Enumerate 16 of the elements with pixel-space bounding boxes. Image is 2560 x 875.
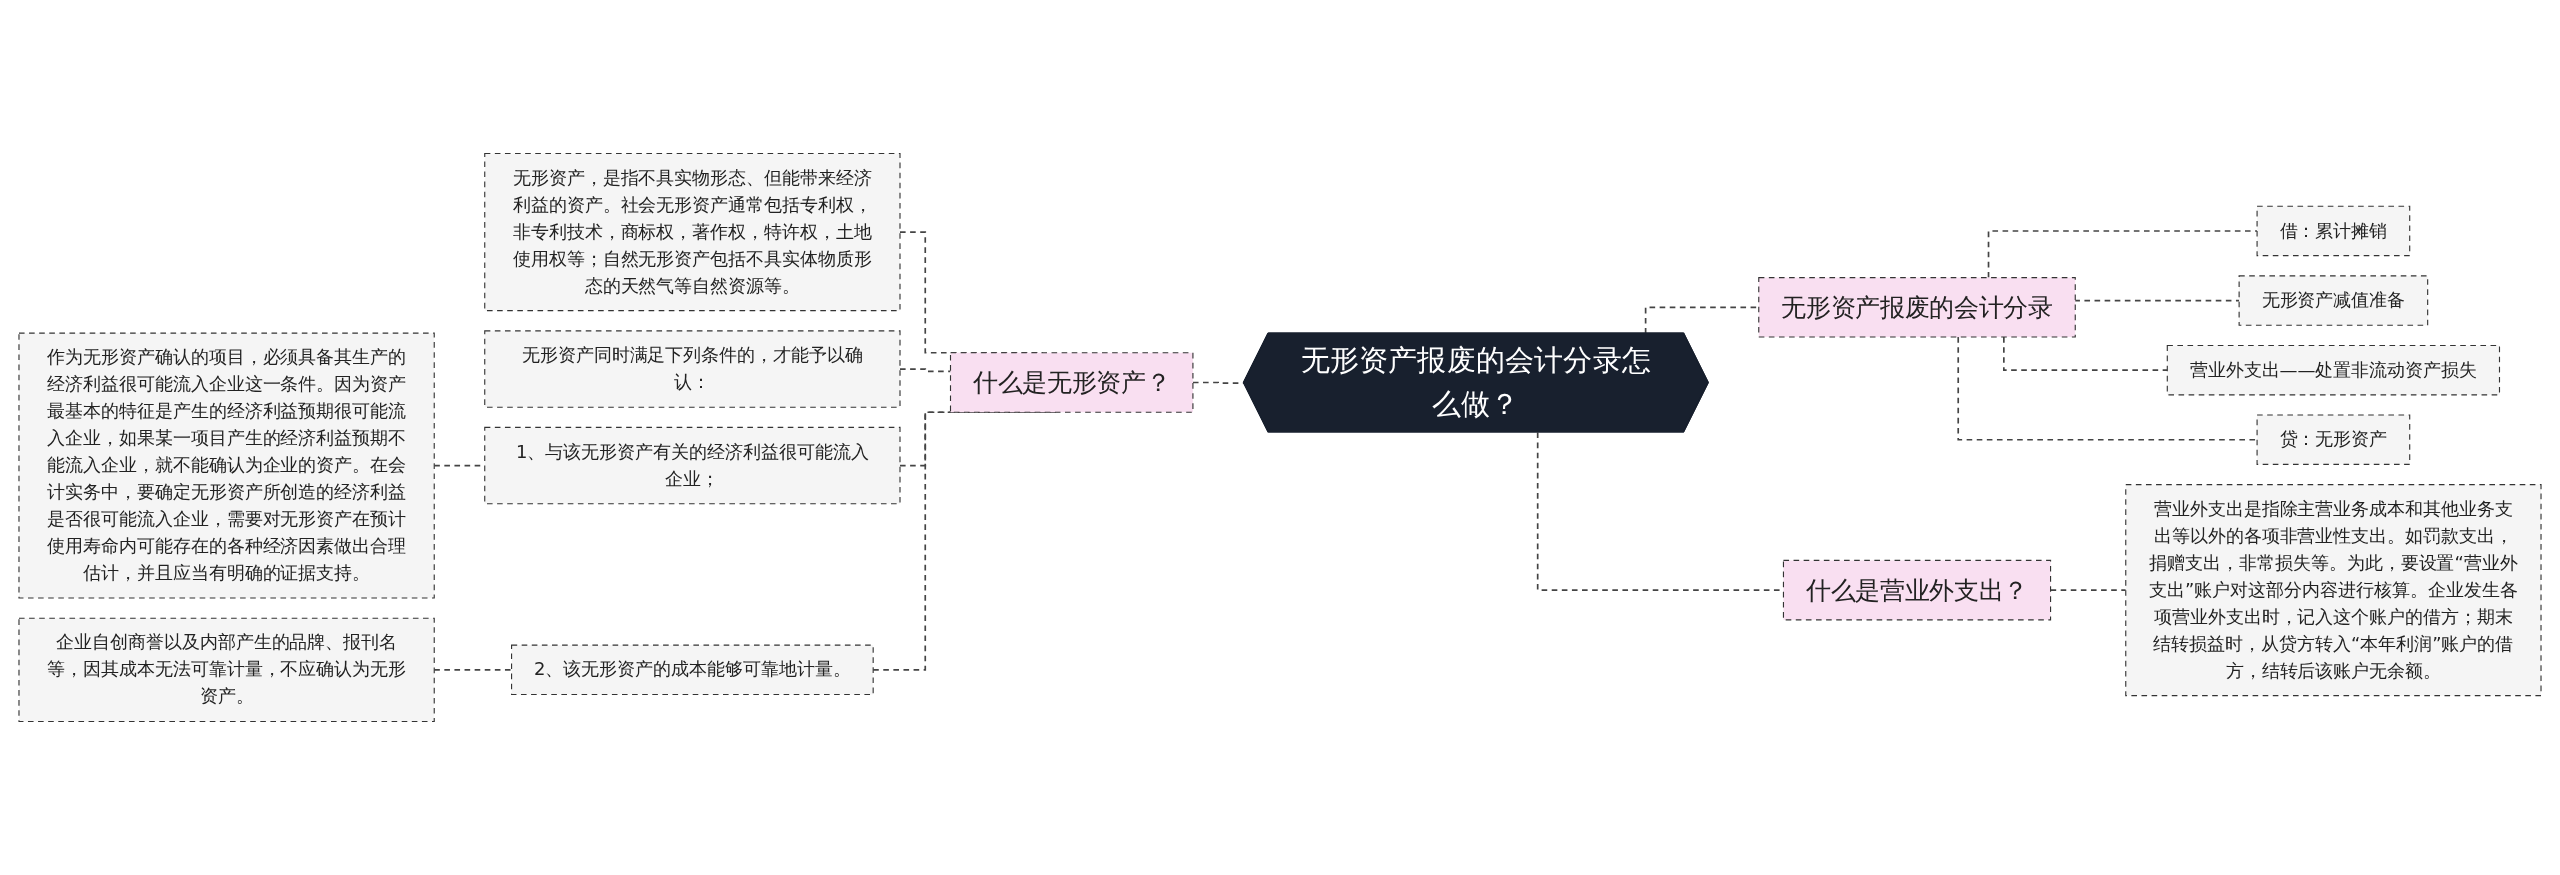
- node-box: 企业自创商誉以及内部产生的品牌、报刊名等，因其成本无法可靠计量，不应确认为无形资产。: [18, 617, 435, 722]
- connector: [899, 368, 952, 373]
- node-box: 作为无形资产确认的项目，必须具备其生产的经济利益很可能流入企业这一条件。因为资产最基本的特征是产生的经济利益预期很可能流入企业，如果某一项目产生的经济利益预期不能流入企业，就不能确认为企业的资产。在会计实务中，要确定无形资产所创造的经济利益是否很可能流入企业，需要对无形资产在预计使用寿命内可能存在的各种经济因素做出合理估计，并且应当有明确的证据支持。: [18, 332, 435, 599]
- node-box: 什么是营业外支出？: [1782, 559, 2052, 621]
- node-box: 营业外支出是指除主营业务成本和其他业务支出等以外的各项非营业性支出。如罚款支出，捐赠支出，非常损失等。为此，要设置“营业外支出”账户对这部分内容进行核算。企业发生各项营业外支出时，记入这个账户的借方；期末结转损益时，从贷方转入“本年利润”账户的借方，结转后该账户无余额。: [2125, 484, 2542, 697]
- node-box: 无形资产，是指不具实物形态、但能带来经济利益的资产。社会无形资产通常包括专利权，非专利技术，商标权，著作权，特许权，土地使用权等；自然无形资产包括不具实体物质形态的天然气等自然资源等。: [484, 153, 901, 312]
- node-box: 借：累计摊销: [2256, 205, 2411, 257]
- node-box: 无形资产减值准备: [2238, 275, 2429, 326]
- node-box: 贷：无形资产: [2256, 414, 2411, 465]
- node-box: 1、与该无形资产有关的经济利益很可能流入企业；: [484, 426, 901, 505]
- node-box: 什么是无形资产？: [949, 352, 1194, 413]
- node-box: 无形资产同时满足下列条件的，才能予以确认：: [484, 330, 901, 408]
- node-box: 2、该无形资产的成本能够可靠地计量。: [511, 644, 874, 696]
- connector: [1957, 336, 2258, 441]
- node-box: 营业外支出——处置非流动资产损失: [2166, 344, 2501, 396]
- node-box: 无形资产报废的会计分录: [1758, 277, 2076, 338]
